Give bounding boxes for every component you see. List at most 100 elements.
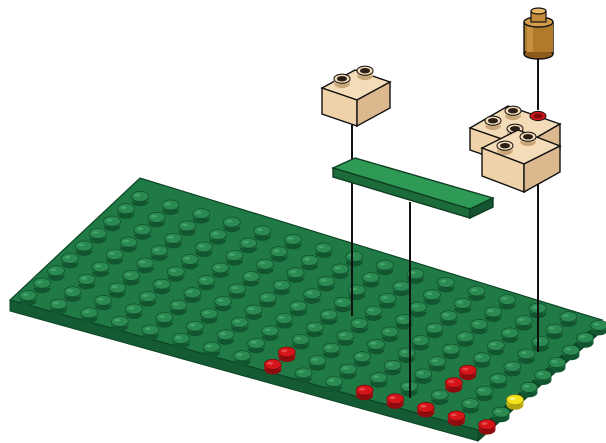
stud [499, 295, 516, 310]
stud [368, 339, 385, 354]
stud [473, 353, 490, 368]
stud [62, 253, 79, 268]
stud [187, 321, 204, 336]
stud [563, 345, 580, 360]
stud [234, 351, 251, 366]
stud [323, 343, 340, 358]
stud [20, 291, 37, 306]
stud [223, 217, 240, 232]
stud [142, 325, 159, 340]
stud [362, 273, 379, 288]
stud [198, 275, 215, 290]
stud [209, 230, 226, 245]
stud [521, 382, 538, 397]
stud [490, 374, 507, 389]
stud [309, 356, 326, 371]
stud [334, 297, 351, 312]
stud [370, 373, 387, 388]
stud [549, 358, 566, 373]
stud [48, 266, 65, 281]
stud [212, 263, 229, 278]
stud [120, 237, 137, 252]
stud [132, 191, 149, 206]
stud-marked-red [459, 365, 476, 380]
stud [257, 259, 274, 274]
stud [415, 369, 432, 384]
stud [90, 229, 107, 244]
stud [139, 292, 156, 307]
stud [226, 251, 243, 266]
stud [306, 322, 323, 337]
stud [320, 310, 337, 325]
stud [295, 368, 312, 383]
stud-marked-red [278, 347, 295, 362]
green-plate [333, 158, 493, 218]
stud [304, 289, 321, 304]
stud [276, 314, 293, 329]
stud [365, 306, 382, 321]
stud-marked-yellow [507, 395, 524, 410]
stud [471, 319, 488, 334]
stud [348, 285, 365, 300]
stud [78, 274, 95, 289]
stud-marked-red [417, 402, 434, 417]
stud [301, 255, 318, 270]
stud-marked-red [479, 420, 496, 435]
round-brick-1x1 [524, 8, 553, 59]
stud [560, 312, 577, 327]
stud [326, 377, 343, 392]
stud [376, 260, 393, 275]
stud [535, 370, 552, 385]
stud [354, 352, 371, 367]
stud [346, 252, 363, 267]
stud [290, 301, 307, 316]
stud [254, 226, 271, 241]
stud-marked-red [445, 378, 462, 393]
stud [393, 281, 410, 296]
stud [532, 337, 549, 352]
stud-marked-red [387, 394, 404, 409]
stud [151, 246, 168, 261]
stud [181, 254, 198, 269]
stud [340, 364, 357, 379]
stud [426, 323, 443, 338]
stud [476, 386, 493, 401]
stud [468, 286, 485, 301]
stud [259, 293, 276, 308]
stud [262, 326, 279, 341]
stud-marked-red [448, 411, 465, 426]
stud [95, 295, 112, 310]
stud [123, 271, 140, 286]
stud [424, 290, 441, 305]
stud [410, 302, 427, 317]
stud [170, 300, 187, 315]
tan-bricks-stack [470, 106, 560, 192]
stud [148, 212, 165, 227]
stud [515, 316, 532, 331]
stud [382, 327, 399, 342]
stud [184, 288, 201, 303]
stud [443, 344, 460, 359]
stud [398, 348, 415, 363]
stud [518, 349, 535, 364]
stud [64, 287, 81, 302]
stud [315, 243, 332, 258]
stud [285, 234, 302, 249]
stud [546, 324, 563, 339]
stud [504, 361, 521, 376]
stud [248, 338, 265, 353]
stud [240, 238, 257, 253]
stud [156, 313, 173, 328]
stud [153, 279, 170, 294]
stud [76, 241, 93, 256]
stud [245, 305, 262, 320]
stud [438, 277, 455, 292]
stud [215, 296, 232, 311]
stud [384, 360, 401, 375]
stud [440, 311, 457, 326]
stud [137, 258, 154, 273]
stud [34, 278, 51, 293]
stud [203, 342, 220, 357]
stud [229, 284, 246, 299]
